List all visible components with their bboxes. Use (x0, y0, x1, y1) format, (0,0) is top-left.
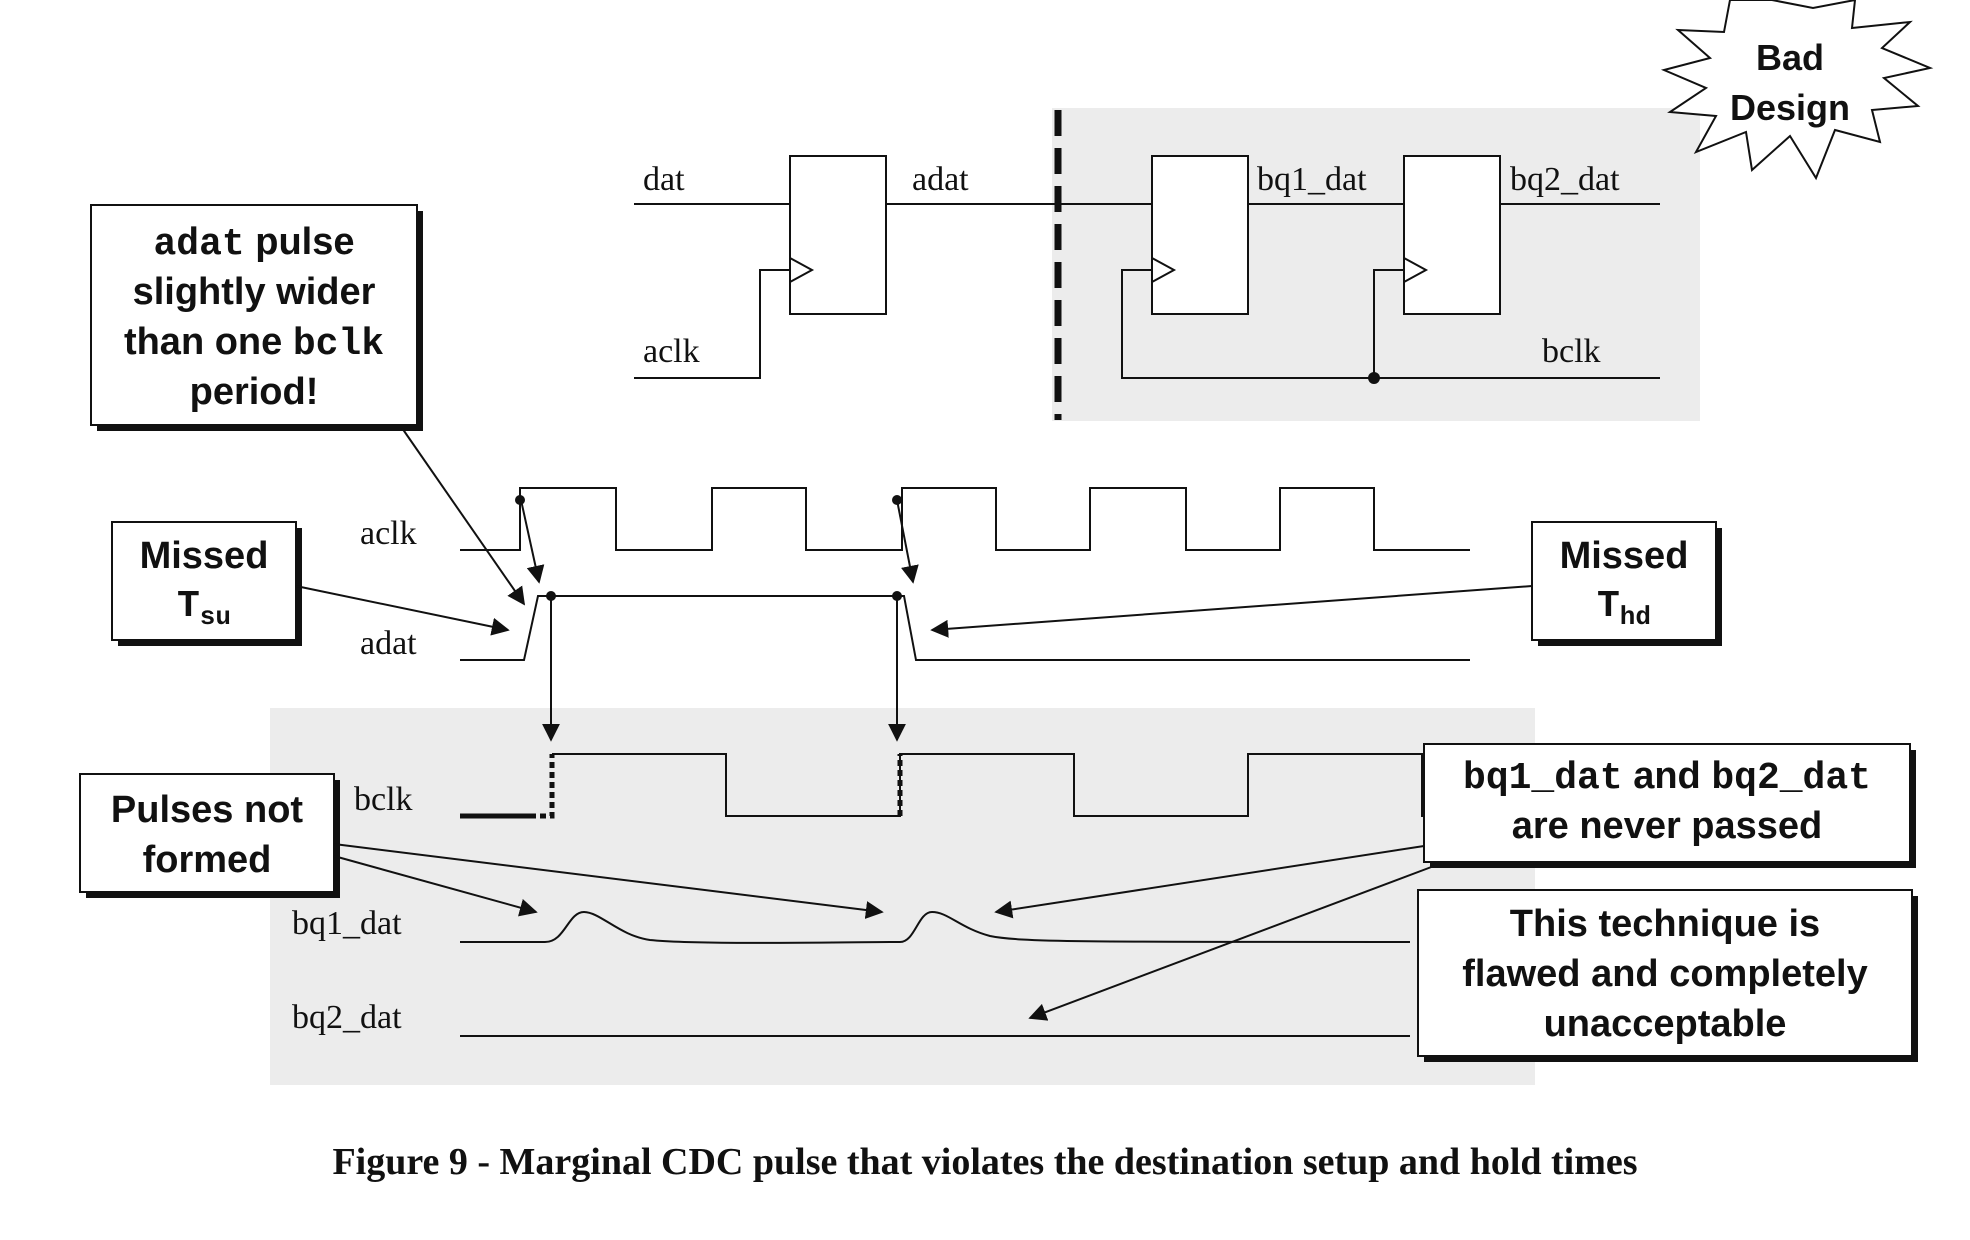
svg-text:flawed and completely: flawed and completely (1462, 953, 1867, 995)
waveform-bclk (552, 753, 1530, 817)
svg-text:Missed: Missed (140, 535, 269, 577)
label-adat: adat (912, 161, 969, 198)
svg-text:Tsu: Tsu (177, 585, 231, 632)
timing-label-adat: adat (360, 625, 417, 662)
callout-flawed: This technique is flawed and completely … (1417, 889, 1918, 1062)
waveform-adat (460, 595, 1470, 661)
sync-flop-2 (1403, 155, 1501, 315)
figure-caption: Figure 9 - Marginal CDC pulse that viola… (332, 1141, 1637, 1183)
waveform-aclk (460, 487, 1470, 551)
badge-line1: Bad (1756, 37, 1824, 78)
label-bclk: bclk (1542, 333, 1601, 370)
starburst-shape (1660, 0, 1934, 181)
schematic: dat adat aclk bq1_dat bq2_dat bclk (634, 110, 1660, 420)
svg-text:than one bclk: than one bclk (124, 321, 384, 366)
callout-missed-tsu: Missed Tsu (111, 521, 302, 646)
waveform-bq1-dat (460, 910, 1411, 944)
label-bq1-dat: bq1_dat (1257, 161, 1367, 198)
svg-text:Missed: Missed (1560, 535, 1689, 577)
adat-code: adat (153, 223, 244, 266)
svg-text:adat pulse: adat pulse (153, 221, 354, 266)
svg-text:period!: period! (190, 371, 319, 413)
aclk-wire (634, 269, 790, 379)
timing-label-bclk: bclk (354, 781, 413, 818)
source-flop (789, 155, 887, 315)
svg-text:formed: formed (143, 839, 272, 881)
timing-label-bq1-dat: bq1_dat (292, 905, 402, 942)
sync-flop-1 (1151, 155, 1249, 315)
svg-text:Pulses not: Pulses not (111, 789, 303, 831)
callout-never-passed: bq1_dat and bq2_dat are never passed (1423, 743, 1916, 868)
label-bq2-dat: bq2_dat (1510, 161, 1620, 198)
svg-text:unacceptable: unacceptable (1544, 1003, 1787, 1045)
label-aclk: aclk (643, 333, 700, 370)
timing-label-bq2-dat: bq2_dat (292, 999, 402, 1036)
timing-diagram: aclk adat bclk bq1_dat bq2_dat (292, 487, 1530, 1037)
bclk-wire (1121, 269, 1660, 379)
timing-label-aclk: aclk (360, 515, 417, 552)
svg-text:slightly wider: slightly wider (133, 271, 376, 313)
callout-pulses-not-formed: Pulses not formed (79, 773, 340, 898)
callout-missed-thd: Missed Thd (1531, 521, 1722, 646)
label-dat: dat (643, 161, 685, 198)
svg-text:Thd: Thd (1597, 585, 1651, 632)
svg-text:This technique is: This technique is (1510, 903, 1820, 945)
bad-design-badge: Bad Design (1660, 0, 1934, 181)
svg-text:bq1_dat and bq2_dat: bq1_dat and bq2_dat (1463, 755, 1871, 800)
badge-line2: Design (1730, 87, 1850, 128)
callout-adat-pulse: adat pulse slightly wider than one bclk … (90, 204, 423, 431)
svg-text:are never passed: are never passed (1512, 805, 1823, 847)
